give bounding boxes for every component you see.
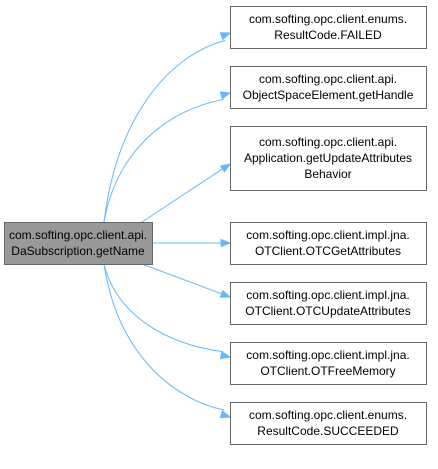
node-label-line: com.softing.opc.client.api. xyxy=(259,72,397,86)
edge-root-to-n5 xyxy=(141,263,222,295)
edge-arrowhead xyxy=(219,410,232,419)
node-label-line: Behavior xyxy=(304,167,351,181)
node-box xyxy=(230,342,427,385)
node-n3[interactable]: com.softing.opc.client.api. Application.g… xyxy=(230,126,427,191)
node-label-line: DaSubscription.getName xyxy=(11,244,145,258)
edge-arrowhead xyxy=(219,91,232,100)
edge-root-to-n1 xyxy=(103,40,226,223)
node-box xyxy=(230,402,427,445)
node-label-line: com.softing.opc.client.enums. xyxy=(249,408,407,422)
node-label-line: com.softing.opc.client.impl.jna. xyxy=(246,348,409,362)
edge-arrowhead xyxy=(219,289,232,298)
node-label-line: OTClient.OTFreeMemory xyxy=(260,364,395,378)
edge-root-to-n2 xyxy=(103,98,224,223)
node-box xyxy=(230,282,427,325)
node-box xyxy=(230,126,427,191)
node-label-line: com.softing.opc.client.api. xyxy=(259,135,397,149)
node-n5[interactable]: com.softing.opc.client.impl.jna. OTClient… xyxy=(230,282,427,325)
node-label-line: ResultCode.FAILED xyxy=(274,28,382,42)
edges-layer xyxy=(103,32,232,419)
node-label-line: OTClient.OTCUpdateAttributes xyxy=(245,304,410,318)
node-n6[interactable]: com.softing.opc.client.impl.jna. OTClient… xyxy=(230,342,427,385)
node-label-line: com.softing.opc.client.impl.jna. xyxy=(246,288,409,302)
node-label-line: com.softing.opc.client.enums. xyxy=(249,12,407,26)
root-node-box xyxy=(4,222,153,265)
edge-root-to-n7 xyxy=(103,263,225,411)
node-box xyxy=(230,222,427,265)
node-box xyxy=(230,6,427,49)
node-n7[interactable]: com.softing.opc.client.enums. ResultCode.… xyxy=(230,402,427,445)
edge-arrowhead xyxy=(219,350,232,360)
node-label-line: com.softing.opc.client.api. xyxy=(9,228,147,242)
edge-root-to-n3 xyxy=(141,168,223,223)
node-label-line: OTClient.OTCGetAttributes xyxy=(255,244,401,258)
node-n2[interactable]: com.softing.opc.client.api. ObjectSpaceEl… xyxy=(230,66,427,109)
node-label-line: ResultCode.SUCCEEDED xyxy=(257,424,399,438)
node-label-line: com.softing.opc.client.impl.jna. xyxy=(246,228,409,242)
edge-root-to-n6 xyxy=(103,263,223,353)
edge-arrowhead xyxy=(219,163,232,173)
nodes-layer: com.softing.opc.client.api. DaSubscriptio… xyxy=(4,6,427,445)
node-n4[interactable]: com.softing.opc.client.impl.jna. OTClient… xyxy=(230,222,427,265)
node-root[interactable]: com.softing.opc.client.api. DaSubscriptio… xyxy=(4,222,153,265)
node-label-line: ObjectSpaceElement.getHandle xyxy=(243,88,414,102)
edge-arrowhead xyxy=(220,238,232,248)
edge-arrowhead xyxy=(219,32,232,41)
node-label-line: Application.getUpdateAttributes xyxy=(244,151,412,165)
node-box xyxy=(230,66,427,109)
node-n1[interactable]: com.softing.opc.client.enums. ResultCode.… xyxy=(230,6,427,49)
